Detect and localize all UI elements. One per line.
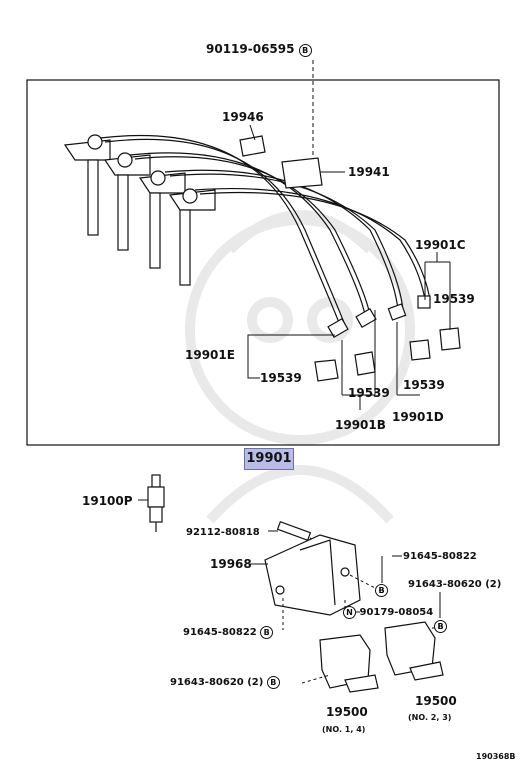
part-label-19539-left[interactable]: 19539	[260, 371, 302, 385]
dashed-bolt-b1	[349, 574, 376, 589]
wire-clamps	[239, 135, 323, 189]
highlighted-part-19901[interactable]: 19901	[244, 448, 294, 470]
ref-marker-b-bracket: B	[375, 584, 388, 597]
part-label-19539-right[interactable]: 19539	[433, 292, 475, 306]
spark-plug	[147, 474, 165, 532]
ref-marker-b: B	[266, 676, 280, 689]
part-label-19901c[interactable]: 19901C	[415, 238, 466, 252]
part-label-19901d[interactable]: 19901D	[392, 410, 444, 424]
part-label-92112[interactable]: 92112-80818	[186, 527, 260, 538]
part-label-19901e[interactable]: 19901E	[185, 348, 235, 362]
part-label-19539-mid[interactable]: 19539	[348, 386, 390, 400]
ignition-wires	[99, 134, 431, 326]
part-label-19500-left[interactable]: 19500	[326, 705, 368, 719]
ref-marker-b: B	[298, 44, 312, 57]
part-number: 91645-80822	[183, 627, 257, 638]
part-label-90179[interactable]: N 90179-08054	[343, 606, 433, 620]
part-label-91643-left[interactable]: 91643-80620 (2) B	[170, 676, 280, 690]
ref-marker-n: N	[343, 606, 356, 619]
part-label-19941[interactable]: 19941	[348, 165, 390, 179]
part-label-91645-right[interactable]: 91645-80822	[403, 551, 477, 562]
rubber-caps	[314, 327, 461, 382]
part-label-91643-right[interactable]: 91643-80620 (2)	[408, 579, 502, 590]
part-label-91645-left[interactable]: 91645-80822 B	[183, 626, 274, 640]
wire-set-frame	[26, 79, 500, 446]
wire-terminals	[327, 295, 431, 339]
ref-marker-b: B	[260, 626, 274, 639]
stud-bolt	[276, 520, 312, 542]
part-number: 90179-08054	[359, 607, 434, 618]
coil-bracket	[264, 534, 361, 616]
part-number: 91643-80620 (2)	[170, 677, 264, 688]
part-label-90119[interactable]: 90119-06595 B	[206, 42, 312, 57]
watermark-emblem	[185, 210, 415, 524]
highlighted-part-number: 19901	[246, 451, 292, 466]
ignition-coils	[319, 621, 444, 693]
part-label-19539-midright[interactable]: 19539	[403, 378, 445, 392]
part-label-19946[interactable]: 19946	[222, 110, 264, 124]
plug-wire-boots	[63, 134, 216, 286]
coil-position-left: (NO. 1, 4)	[322, 725, 366, 734]
part-label-19968[interactable]: 19968	[210, 557, 252, 571]
ref-marker-b-coil: B	[434, 620, 447, 633]
leader-lines-upper	[247, 124, 451, 410]
diagram-code: 190368B	[476, 752, 516, 761]
part-number: 90119-06595	[206, 42, 295, 56]
dashed-coil-left	[301, 674, 331, 684]
part-label-19901b[interactable]: 19901B	[335, 418, 386, 432]
part-label-19500-right[interactable]: 19500	[415, 694, 457, 708]
part-label-19100p[interactable]: 19100P	[82, 494, 133, 508]
coil-position-right: (NO. 2, 3)	[408, 713, 452, 722]
